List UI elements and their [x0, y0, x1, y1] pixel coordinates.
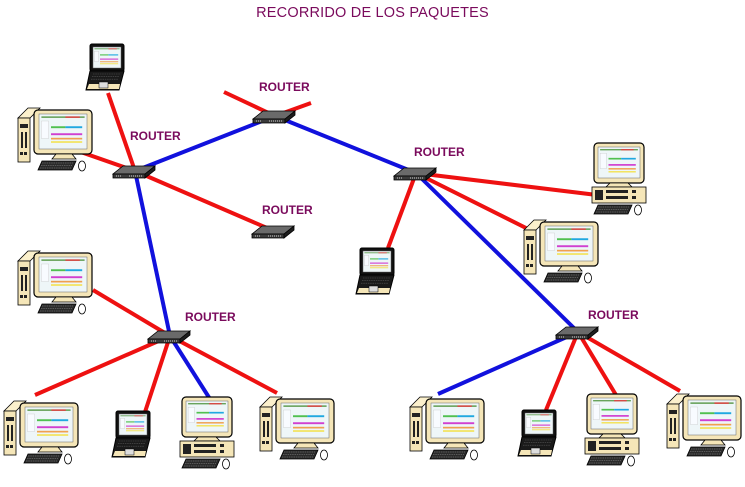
network-link-r-bottom-left-pc-5	[34, 334, 171, 397]
laptop-device-laptop-2	[355, 247, 395, 295]
mouse-icon	[584, 272, 592, 284]
mouse-icon	[320, 449, 328, 461]
tower-pc-device-pc-1	[17, 107, 93, 172]
network-link-r-right-laptop-2	[386, 172, 418, 249]
mouse-icon	[222, 458, 230, 470]
packet-path-link-r-right-r-bottom-right	[414, 171, 580, 334]
labels-layer: ROUTER ROUTER ROUTER ROUTER ROUTER ROUTE…	[130, 80, 639, 324]
router-icon-r-right	[392, 167, 438, 181]
diagram-title-text: RECORRIDO DE LOS PAQUETES	[256, 5, 489, 21]
network-link-r-right-pc-3	[415, 171, 531, 232]
tower-icon	[17, 117, 31, 163]
network-link-r-bottom-right-laptop-4	[544, 331, 580, 411]
router-icon-r-bottom-right	[554, 326, 600, 340]
network-link-r-left-laptop-1	[106, 92, 137, 172]
tower-icon	[409, 406, 423, 452]
laptop-device-laptop-3	[111, 410, 151, 458]
laptop-device-laptop-4	[517, 409, 557, 457]
network-link-r-bottom-left-pc-4	[91, 288, 172, 338]
network-link-r-left-r-mid	[134, 169, 275, 233]
packet-path-link-r-left-r-bottom-left	[133, 170, 172, 337]
tower-pc-device-pc-7	[259, 396, 335, 461]
network-link-r-right-pc-2	[415, 171, 598, 197]
tower-pc-device-pc-4	[17, 250, 93, 315]
router-label-left: ROUTER	[130, 129, 181, 143]
network-link-r-bottom-right-pc-9	[576, 330, 618, 397]
screen-icon	[362, 250, 392, 273]
tower-pc-device-pc-8	[409, 396, 485, 461]
tower-pc-device-pc-3	[523, 219, 599, 284]
tower-icon	[3, 410, 17, 456]
router-icon-r-left	[111, 165, 157, 179]
screen-icon	[118, 413, 148, 436]
packet-path-link-r-bottom-right-pc-8	[437, 330, 579, 396]
tower-pc-device-pc-10	[666, 393, 742, 458]
packet-path-link-r-top-r-right	[274, 114, 417, 175]
tower-icon	[666, 403, 680, 449]
screen-icon	[524, 412, 554, 435]
mouse-icon	[470, 449, 478, 461]
devices-layer	[3, 43, 742, 470]
tower-icon	[17, 260, 31, 306]
tower-pc-device-pc-5	[3, 400, 79, 465]
desktop-pc-device-pc-9	[584, 393, 640, 467]
mouse-icon	[634, 204, 642, 216]
laptop-device-laptop-1	[85, 43, 125, 91]
mouse-icon	[64, 453, 72, 465]
router-icon-r-top	[251, 110, 297, 124]
screen-icon	[92, 46, 122, 69]
desktop-pc-device-pc-6	[179, 396, 235, 470]
network-link-r-bottom-left-laptop-3	[143, 335, 172, 413]
network-link-r-bottom-right-pc-10	[576, 330, 682, 393]
desktop-pc-device-pc-2	[591, 142, 647, 216]
packet-path-link-r-left-r-top	[134, 114, 276, 173]
tower-icon	[523, 229, 537, 275]
network-link-r-bottom-left-pc-7	[169, 334, 278, 395]
router-icon-r-bottom-left	[146, 330, 192, 344]
router-label-mid: ROUTER	[262, 203, 313, 217]
packet-path-link-r-bottom-left-pc-6	[168, 334, 212, 401]
mouse-icon	[78, 303, 86, 315]
routers-layer	[111, 110, 600, 344]
tower-icon	[259, 406, 273, 452]
mouse-icon	[727, 446, 735, 458]
diagram-title: RECORRIDO DE LOS PAQUETES	[0, 5, 745, 21]
mouse-icon	[78, 160, 86, 172]
router-label-right: ROUTER	[414, 145, 465, 159]
router-label-bottom-right: ROUTER	[588, 308, 639, 322]
router-label-top: ROUTER	[259, 80, 310, 94]
router-label-bottom-left: ROUTER	[185, 310, 236, 324]
router-icon-r-mid	[250, 225, 296, 239]
mouse-icon	[627, 455, 635, 467]
